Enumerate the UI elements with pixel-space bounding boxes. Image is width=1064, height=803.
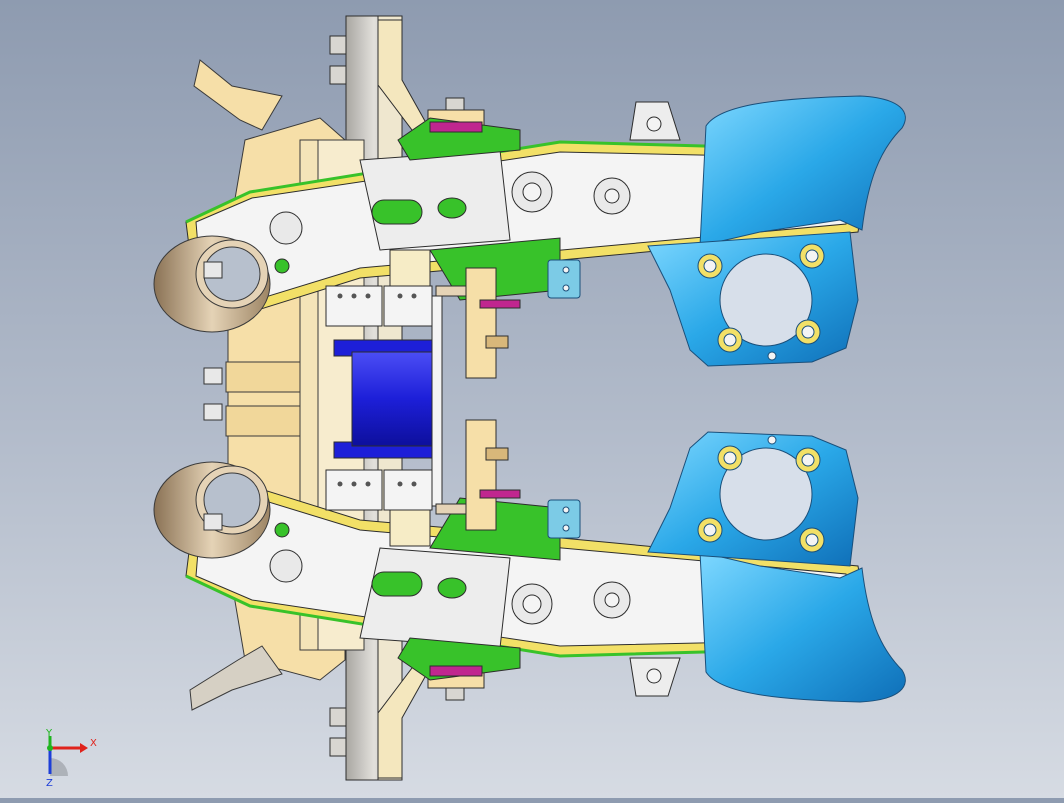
x-axis-label: X <box>90 738 97 749</box>
bolt-heads <box>203 261 223 531</box>
triad-plane <box>50 758 68 776</box>
plate-holes <box>337 293 417 487</box>
z-axis-label: Z <box>46 778 53 788</box>
orientation-triad: X Y Z <box>45 728 97 788</box>
lower-bushing[interactable] <box>153 461 271 559</box>
upper-bushing[interactable] <box>153 235 271 333</box>
x-axis-arrowhead <box>80 743 88 753</box>
upper-knuckle[interactable] <box>647 95 906 367</box>
y-axis-label: Y <box>45 728 53 739</box>
lower-control-arm[interactable] <box>185 479 869 701</box>
locating-pin-assembly[interactable] <box>325 249 521 547</box>
lower-knuckle[interactable] <box>647 431 906 703</box>
locator-clips <box>547 259 581 539</box>
triad-origin <box>47 745 53 751</box>
